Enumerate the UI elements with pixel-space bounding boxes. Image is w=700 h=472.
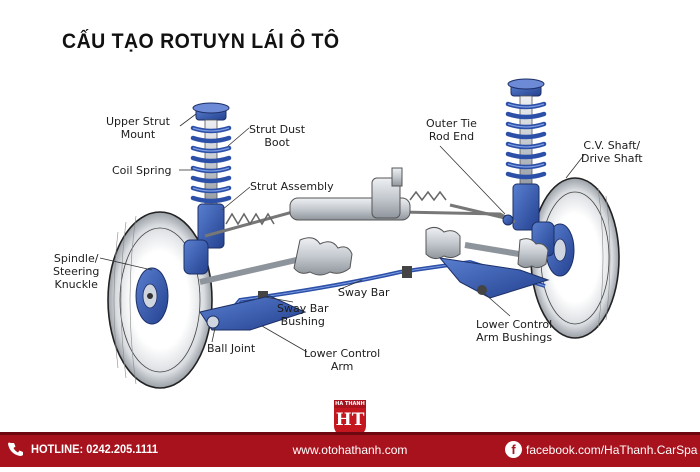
label-coil-spring: Coil Spring: [112, 164, 172, 177]
label-lower-control-arm: Lower Control Arm: [304, 347, 381, 373]
left-strut: [183, 102, 232, 275]
phone-icon: [8, 442, 23, 456]
label-upper-strut-mount: Upper Strut Mount: [106, 115, 170, 141]
brand-logo: HA THANH HT: [334, 400, 366, 436]
sway-bar: [223, 259, 546, 320]
label-spindle-steering-knuckle: Spindle/ Steering Knuckle: [53, 252, 100, 291]
logo-top-text: HA THANH: [334, 400, 366, 408]
right-cv-shaft: [425, 226, 549, 269]
label-sway-bar-bushing: Sway Bar Bushing: [277, 302, 329, 328]
steering-rack: [204, 167, 516, 238]
facebook-text: facebook.com/HaThanh.CarSpa: [526, 442, 698, 457]
hotline-text: HOTLINE: 0242.205.1111: [31, 442, 159, 456]
label-outer-tie-rod-end: Outer Tie Rod End: [426, 117, 477, 143]
logo-mark: HT: [335, 410, 365, 430]
lower-control-arms: [199, 257, 550, 331]
facebook-link[interactable]: f facebook.com/HaThanh.CarSpa: [505, 441, 697, 458]
label-ball-joint: Ball Joint: [207, 342, 256, 355]
website-link[interactable]: www.otohathanh.com: [292, 443, 408, 457]
right-strut: [505, 78, 555, 257]
footer-bar: [0, 432, 700, 467]
facebook-icon: f: [505, 441, 522, 458]
left-wheel: [107, 211, 213, 389]
label-lower-control-arm-bushings: Lower Control Arm Bushings: [476, 318, 553, 344]
label-strut-dust-boot: Strut Dust Boot: [249, 123, 306, 149]
left-cv-shaft: [199, 237, 353, 285]
footer-stripe: [0, 432, 700, 435]
label-cv-shaft: C.V. Shaft/ Drive Shaft: [581, 139, 643, 165]
logo-shield: [334, 408, 366, 436]
page-title: CẤU TẠO ROTUYN LÁI Ô TÔ: [62, 30, 340, 53]
hotline[interactable]: HOTLINE: 0242.205.1111: [8, 441, 169, 457]
label-strut-assembly: Strut Assembly: [250, 180, 334, 193]
label-sway-bar: Sway Bar: [338, 286, 390, 299]
leader-lines: [99, 113, 585, 353]
